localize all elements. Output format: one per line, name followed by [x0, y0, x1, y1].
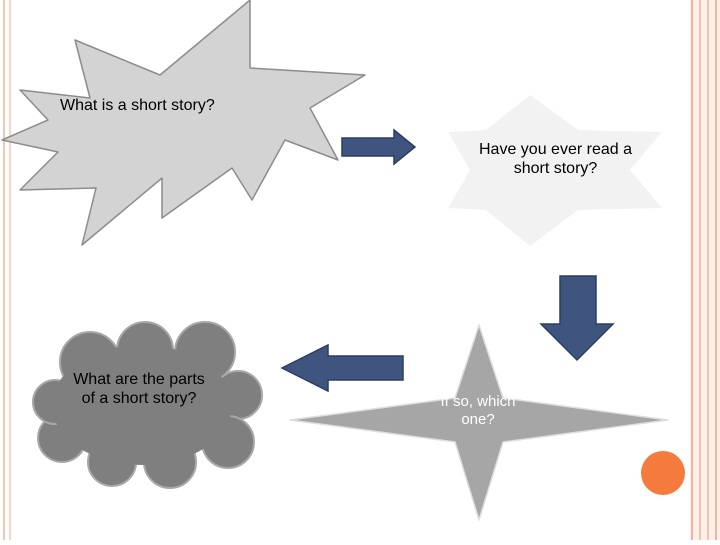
explosion-shape: [1, 0, 366, 246]
left-border: [3, 0, 11, 540]
arrow-right: [341, 128, 417, 166]
diamond-shape: [448, 95, 662, 246]
arrow-left: [280, 343, 404, 393]
cloud-label: What are the parts of a short story?: [73, 371, 205, 408]
accent-circle: [641, 451, 685, 495]
right-border: [690, 0, 720, 540]
arrow-down: [539, 275, 615, 362]
explosion-label: What is a short story?: [60, 97, 215, 114]
star-shape: [289, 324, 669, 521]
cloud-shape: [32, 321, 263, 489]
diamond-label: Have you ever read a short story?: [479, 141, 632, 178]
star-label: If so, which one?: [440, 393, 516, 428]
